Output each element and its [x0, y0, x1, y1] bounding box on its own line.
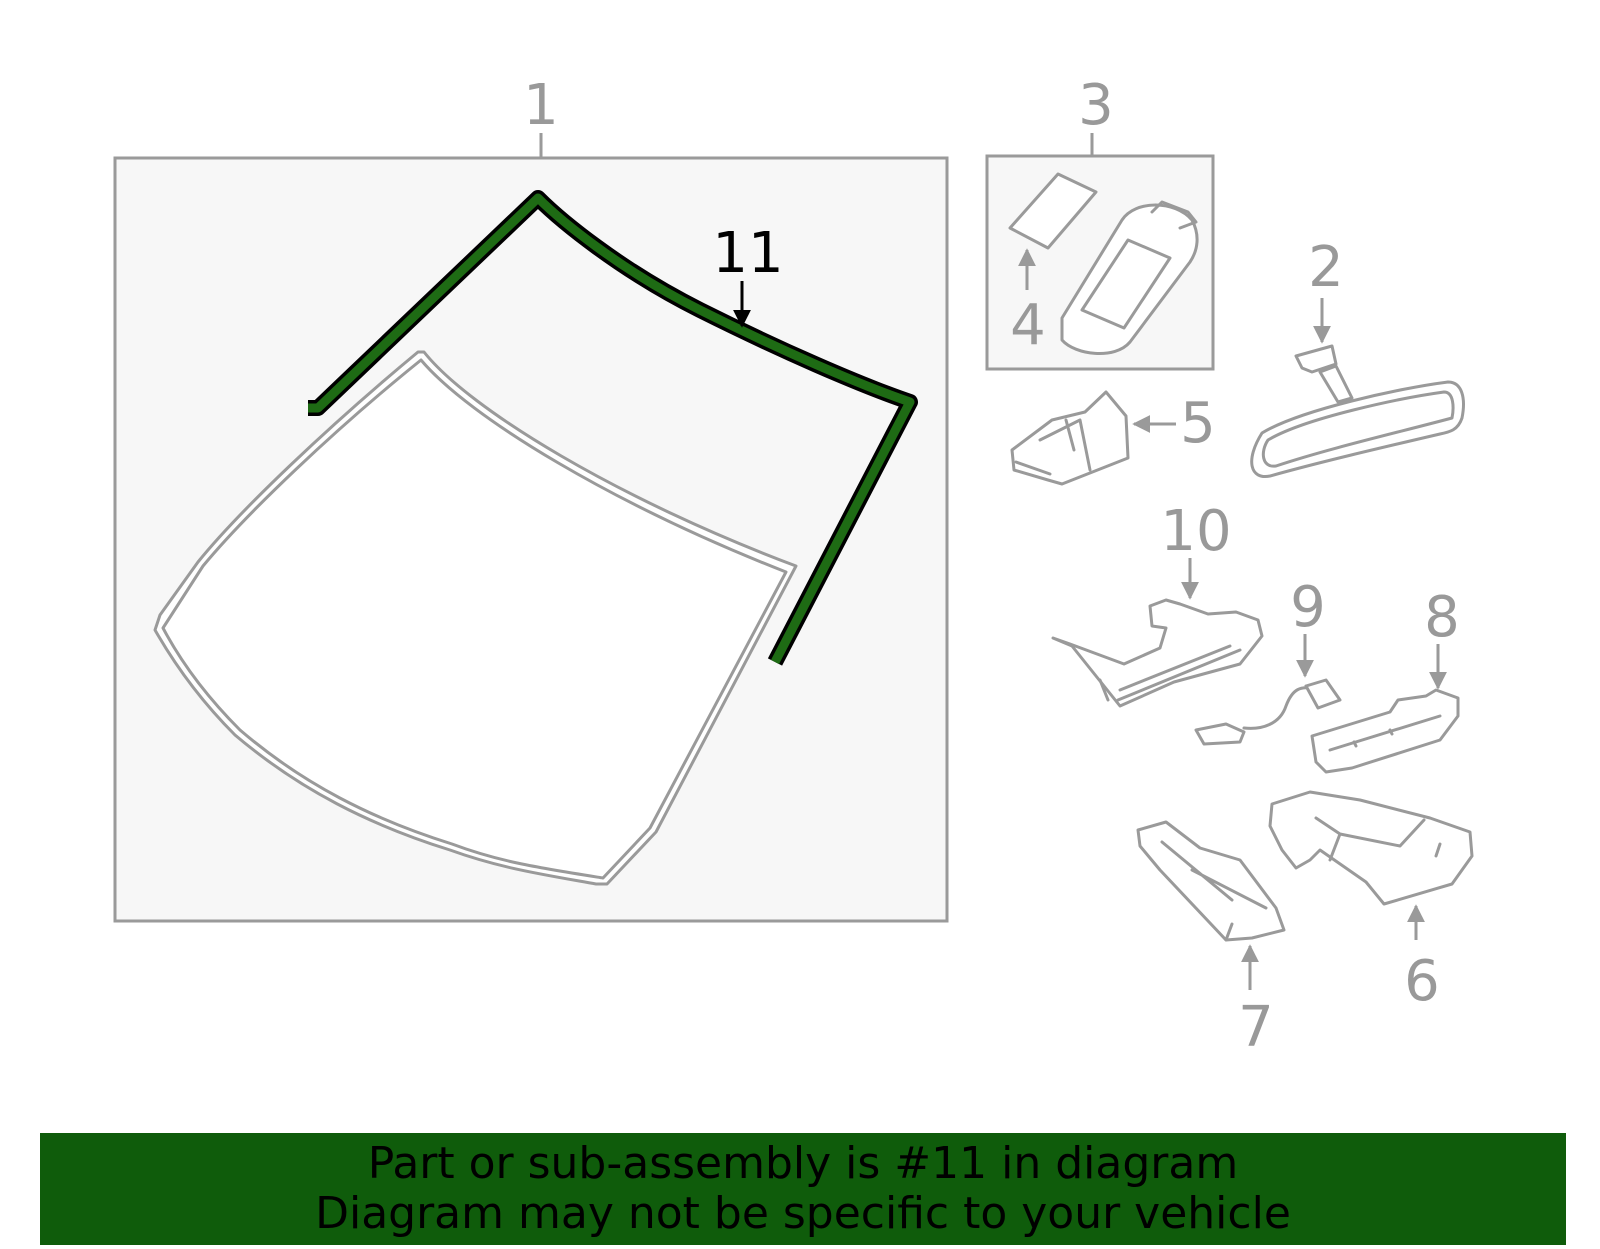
sensor-cover-rear[interactable]	[1268, 790, 1474, 906]
callout-1[interactable]: 1	[523, 73, 559, 138]
sensor-cover-front-detail	[1160, 840, 1268, 942]
windshield-molding-inner	[308, 193, 915, 665]
rearview-mirror-glass	[1261, 390, 1455, 468]
mirror-mount-stem	[1318, 364, 1354, 404]
callout-5[interactable]: 5	[1180, 391, 1216, 456]
callout-3[interactable]: 3	[1078, 73, 1114, 138]
sensor-pad[interactable]	[1008, 172, 1098, 250]
callout-10[interactable]: 10	[1160, 499, 1231, 564]
callout-8[interactable]: 8	[1424, 585, 1460, 650]
callout-4[interactable]: 4	[1010, 293, 1046, 358]
callout-9[interactable]: 9	[1290, 575, 1326, 640]
rain-sensor-window	[1080, 238, 1172, 330]
windshield-glass-edge	[161, 358, 788, 880]
wire-harness[interactable]	[1242, 686, 1320, 730]
wire-harness-connector-left	[1194, 722, 1246, 746]
wire-harness-connector-right	[1304, 678, 1342, 710]
sensor-cover-upper-detail	[1098, 644, 1242, 702]
sensor-cover-side-detail	[1328, 714, 1442, 752]
callout-6[interactable]: 6	[1404, 949, 1440, 1014]
banner-line-1: Part or sub-assembly is #11 in diagram	[367, 1138, 1239, 1189]
windshield-glass[interactable]	[153, 350, 798, 886]
banner-line-2: Diagram may not be specific to your vehi…	[315, 1188, 1291, 1239]
sensor-cover-upper[interactable]	[1051, 598, 1264, 708]
rain-sensor-clip	[1150, 200, 1198, 230]
callout-7[interactable]: 7	[1238, 995, 1274, 1060]
mirror-mount-base	[1294, 344, 1338, 374]
callout-11[interactable]: 11	[712, 221, 783, 286]
sensor-bracket-detail	[1014, 418, 1092, 476]
rearview-mirror[interactable]	[1250, 380, 1465, 478]
sensor-cover-rear-detail	[1314, 816, 1442, 862]
part-info-banner: Part or sub-assembly is #11 in diagram D…	[40, 1133, 1566, 1245]
sensor-cover-side[interactable]	[1310, 688, 1460, 774]
callout-2[interactable]: 2	[1308, 235, 1344, 300]
